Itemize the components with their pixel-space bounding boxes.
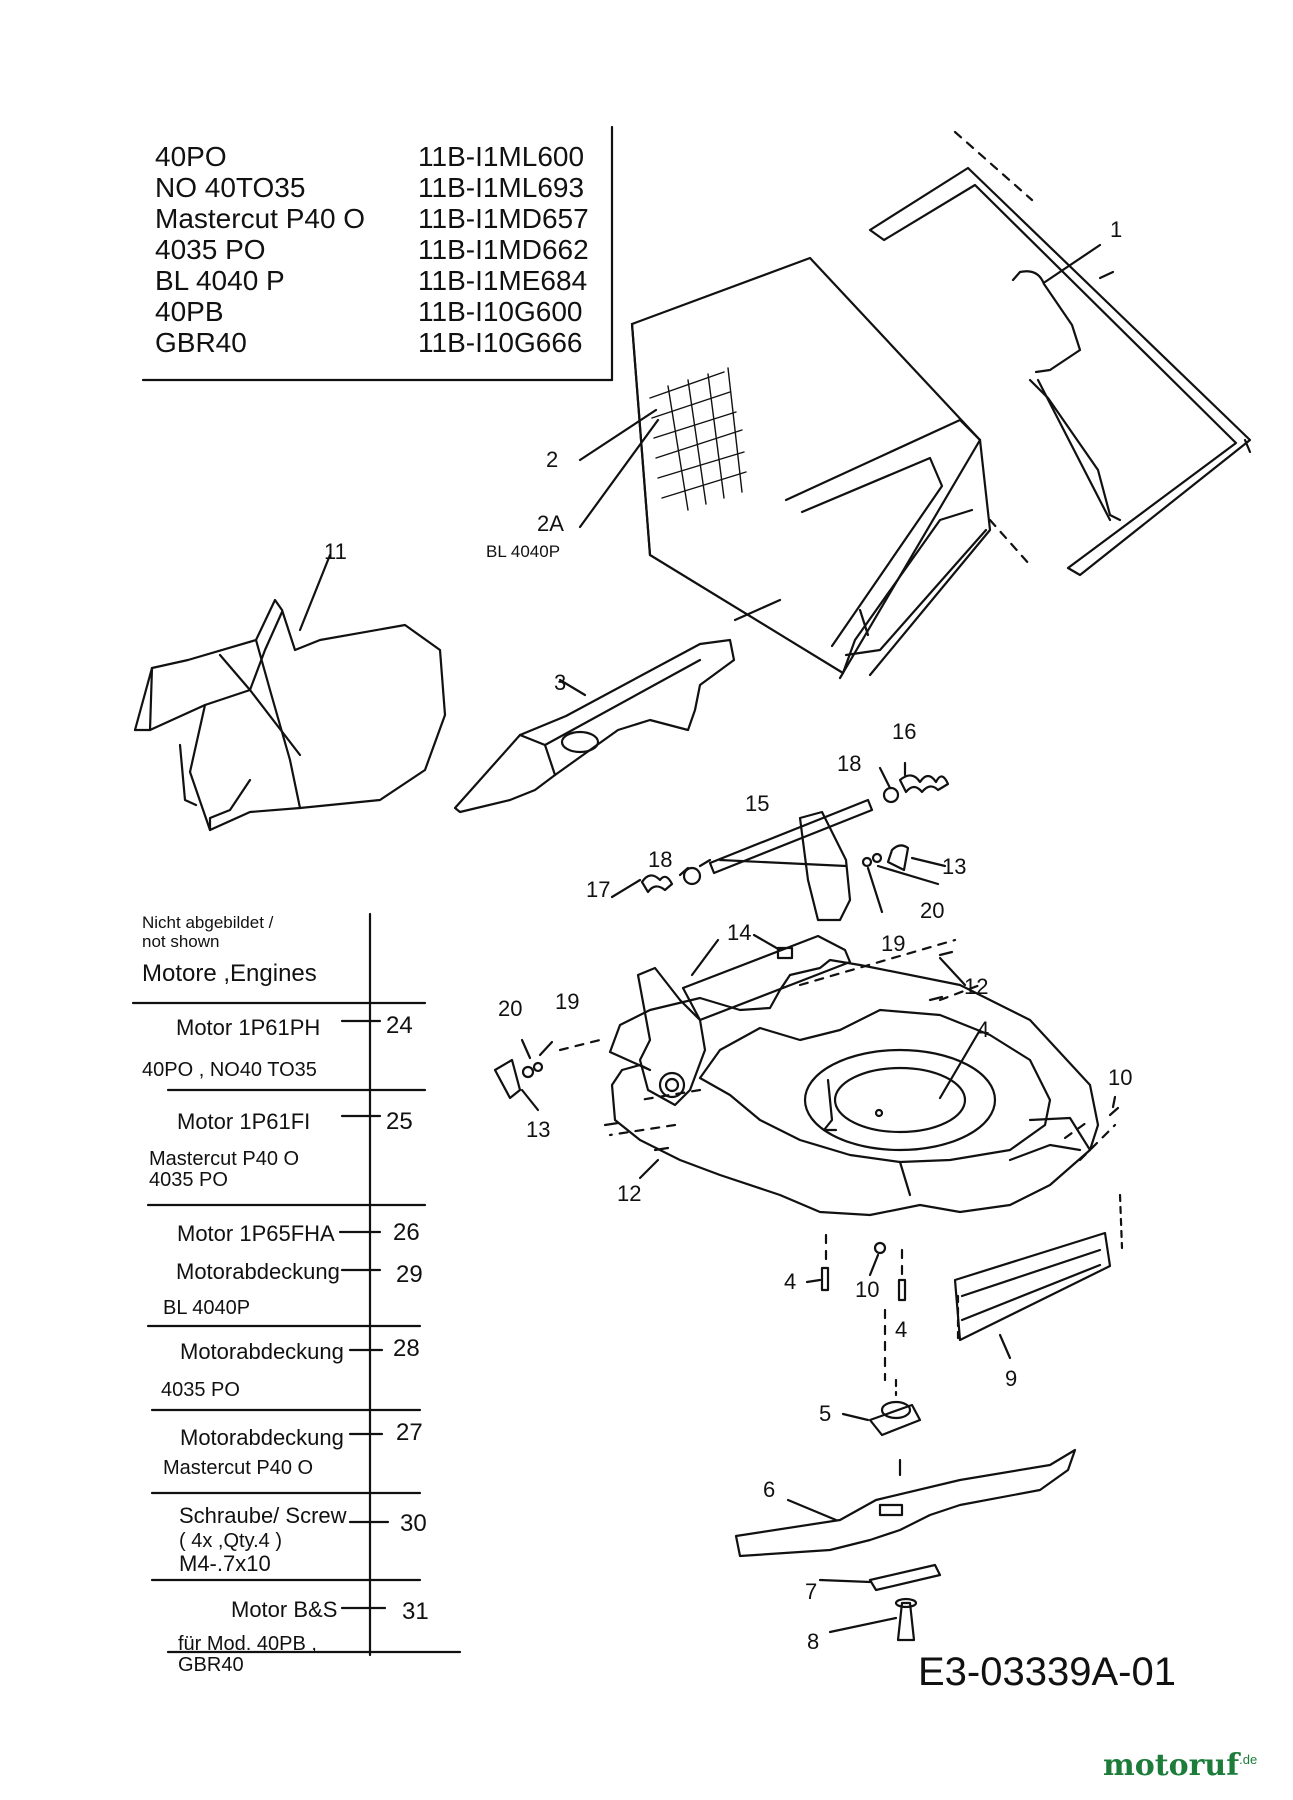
- callout-17: 17: [586, 877, 611, 902]
- model-name: NO 40TO35: [155, 172, 306, 203]
- part-number: 31: [402, 1598, 429, 1625]
- callout-18: 18: [837, 751, 862, 776]
- part-models: Mastercut P40 O: [149, 1148, 300, 1170]
- callout-6: 6: [763, 1477, 776, 1502]
- model-code: 11B-I1MD662: [418, 234, 589, 265]
- callout-12: 12: [617, 1181, 642, 1206]
- model-code: 11B-I1MD657: [418, 203, 589, 234]
- callout-15: 15: [745, 791, 770, 816]
- callout-4: 4: [784, 1269, 797, 1294]
- model-name: 40PO: [155, 141, 227, 172]
- part-name: Motor 1P61PH: [176, 1015, 321, 1040]
- callout-2: 2: [546, 447, 559, 472]
- part-models: Mastercut P40 O: [163, 1457, 314, 1479]
- callout-11: 11: [324, 539, 347, 564]
- part-models: 4035 PO: [149, 1169, 228, 1191]
- callout-9: 9: [1005, 1366, 1018, 1391]
- callout-10: 10: [855, 1277, 880, 1302]
- callout-4: 4: [895, 1317, 908, 1342]
- callout-1: 1: [1110, 217, 1123, 242]
- brand-logo: motoruf.de: [1103, 1748, 1257, 1783]
- part-name: ( 4x ,Qty.4 ): [179, 1530, 282, 1552]
- model-code: 11B-I1ME684: [418, 265, 588, 296]
- callout-19: 19: [881, 931, 906, 956]
- callout-18: 18: [648, 847, 673, 872]
- not-shown-heading: Nicht abgebildet /: [142, 913, 274, 932]
- callout-10: 10: [1108, 1065, 1133, 1090]
- callout-13: 13: [942, 854, 967, 879]
- part-number: 27: [396, 1419, 423, 1446]
- part-name: Schraube/ Screw: [179, 1503, 347, 1528]
- callout-13: 13: [526, 1117, 551, 1142]
- callout-12: 12: [964, 974, 989, 999]
- part-number: 29: [396, 1261, 423, 1288]
- model-code: 11B-I1ML600: [418, 141, 585, 172]
- part-number: 25: [386, 1108, 413, 1135]
- part-name: M4-.7x10: [179, 1551, 271, 1576]
- part-number: 30: [400, 1510, 427, 1537]
- callout-3: 3: [554, 670, 567, 695]
- model-name: BL 4040 P: [155, 265, 285, 296]
- model-code: 11B-I10G666: [418, 327, 583, 358]
- callout-20: 20: [498, 996, 523, 1021]
- brand-name: motoruf: [1103, 1748, 1240, 1783]
- callout-7: 7: [805, 1579, 818, 1604]
- part-name: Motorabdeckung: [176, 1259, 340, 1284]
- not-shown-title: Motore ,Engines: [142, 960, 317, 987]
- part-models: für Mod. 40PB ,: [178, 1633, 317, 1655]
- diagram-code: E3-03339A-01: [918, 1650, 1176, 1694]
- callout-19: 19: [555, 989, 580, 1014]
- callout-16: 16: [892, 719, 917, 744]
- callout-5: 5: [819, 1401, 832, 1426]
- part-name: Motorabdeckung: [180, 1425, 344, 1450]
- callout-8: 8: [807, 1629, 820, 1654]
- not-shown-heading: not shown: [142, 932, 220, 951]
- model-name: Mastercut P40 O: [155, 203, 366, 234]
- part-name: Motor 1P61FI: [177, 1109, 311, 1134]
- part-number: 24: [386, 1012, 413, 1039]
- part-models: BL 4040P: [163, 1297, 251, 1319]
- part-models: 40PO , NO40 TO35: [142, 1059, 317, 1081]
- model-name: 40PB: [155, 296, 224, 327]
- part-name: Motor B&S: [231, 1597, 338, 1622]
- part-models: 4035 PO: [161, 1379, 240, 1401]
- callout-14: 14: [727, 920, 752, 945]
- callout-2a-note: BL 4040P: [486, 542, 561, 561]
- model-code: 11B-I1ML693: [418, 172, 585, 203]
- brand-suffix: .de: [1239, 1752, 1258, 1767]
- part-number: 26: [393, 1219, 420, 1246]
- part-name: Motor 1P65FHA: [177, 1221, 335, 1246]
- part-models: GBR40: [178, 1654, 244, 1676]
- model-name: GBR40: [155, 327, 247, 358]
- callout-4: 4: [977, 1017, 990, 1042]
- callout-2a: 2A: [537, 511, 564, 536]
- part-name: Motorabdeckung: [180, 1339, 344, 1364]
- model-name: 4035 PO: [155, 234, 266, 265]
- model-code: 11B-I10G600: [418, 296, 583, 327]
- part-number: 28: [393, 1335, 420, 1362]
- callout-20: 20: [920, 898, 945, 923]
